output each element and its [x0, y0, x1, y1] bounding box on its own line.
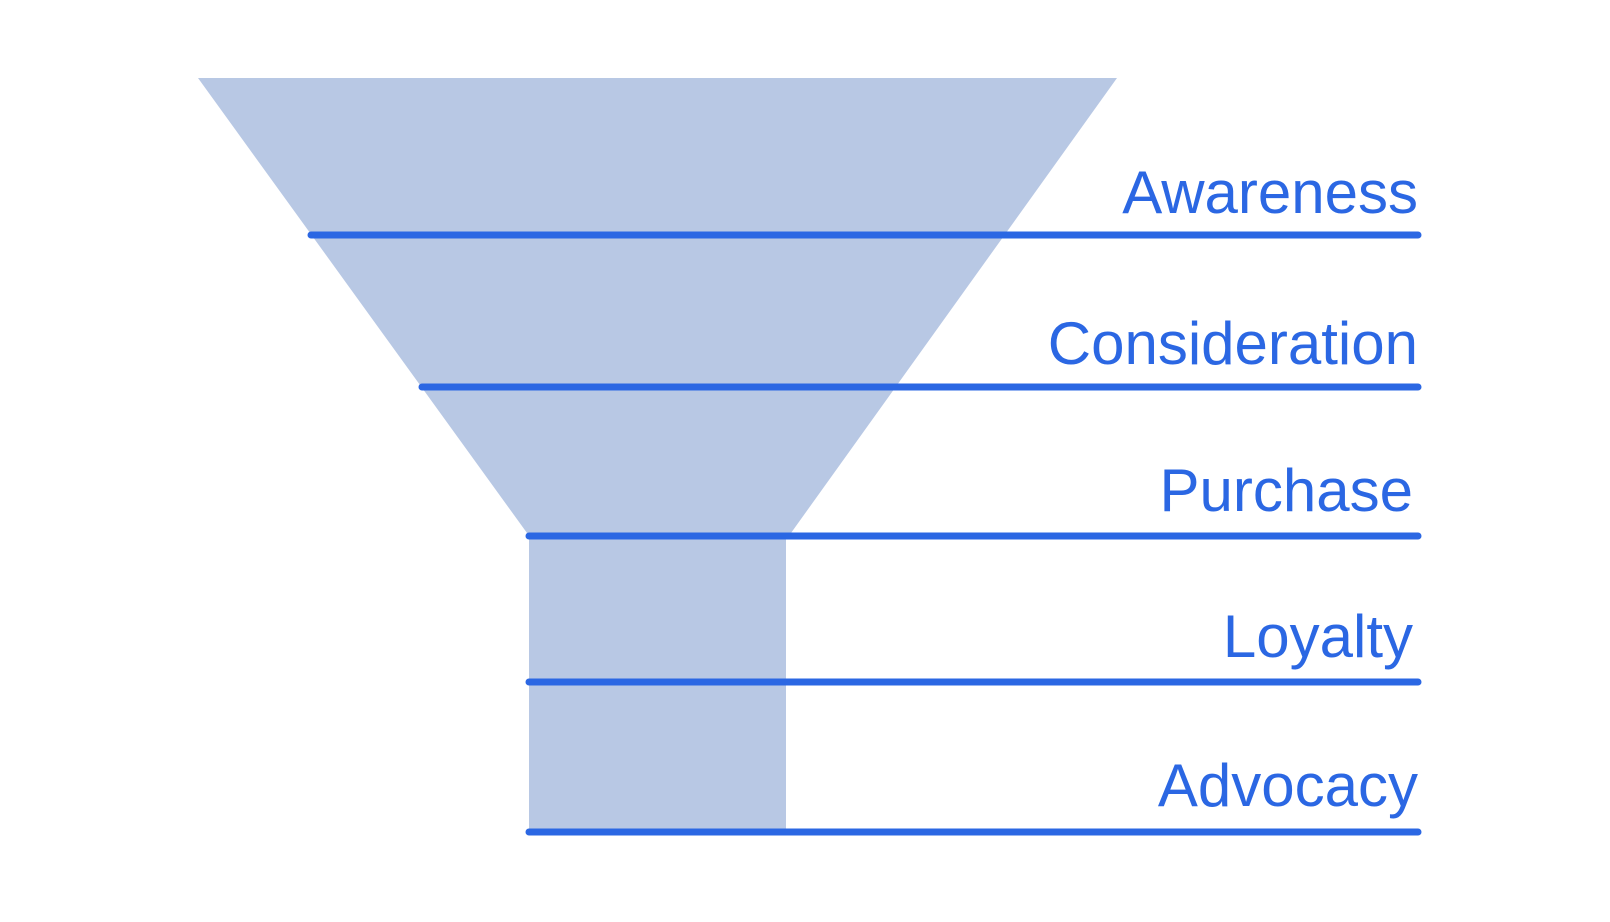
stage-label-advocacy: Advocacy [1158, 752, 1418, 819]
stage-label-loyalty: Loyalty [1223, 603, 1413, 670]
funnel-body-shape [198, 78, 1117, 831]
stage-label-purchase: Purchase [1160, 457, 1413, 524]
stage-label-consideration: Consideration [1048, 310, 1418, 377]
stage-label-awareness: Awareness [1122, 159, 1418, 226]
